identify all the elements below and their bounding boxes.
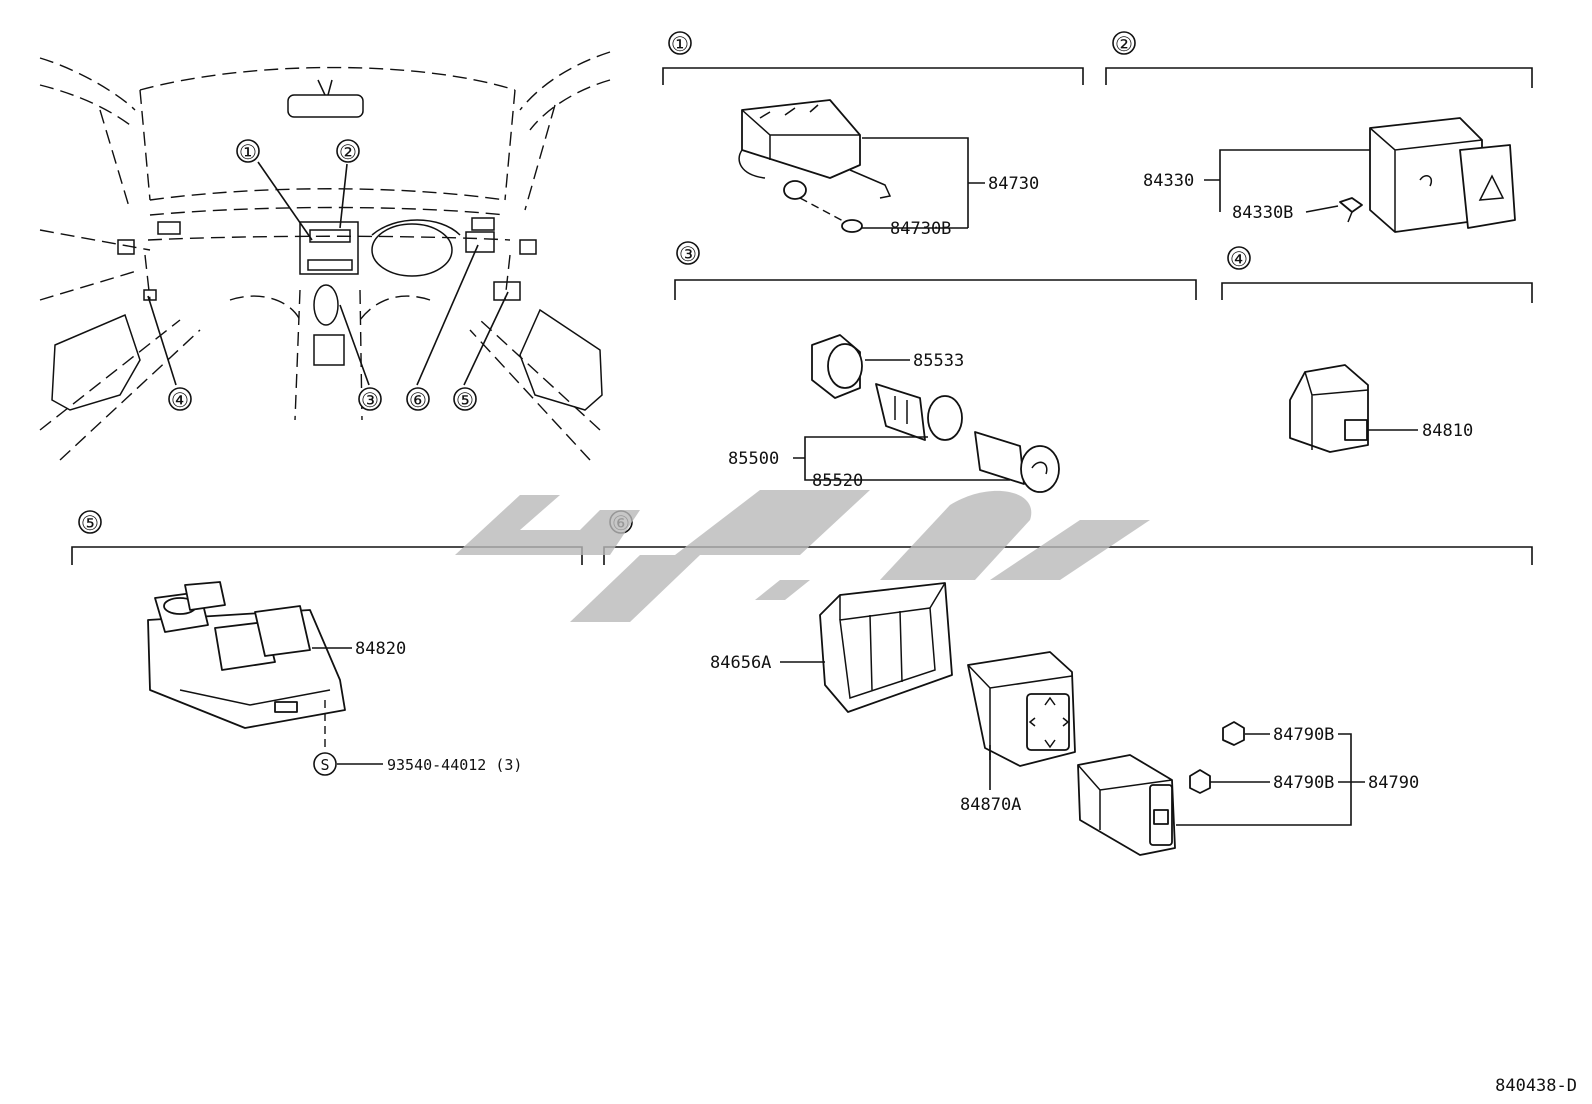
cigar-relay-84730-drawing — [738, 99, 892, 233]
svg-text:⑥: ⑥ — [409, 388, 427, 412]
svg-text:④: ④ — [171, 388, 189, 412]
part-85520-label: 85520 — [812, 471, 863, 491]
section-1-number: ① — [668, 31, 692, 56]
part-84870A-label: 84870A — [960, 795, 1021, 815]
section-2-number: ② — [1112, 31, 1136, 56]
switch-84810-drawing — [1289, 364, 1369, 453]
part-84790B-1-label: 84790B — [1273, 725, 1334, 745]
part-93540-label: 93540-44012 (3) — [387, 756, 522, 774]
leader-84330B — [1305, 205, 1339, 213]
leader-84330 — [1204, 149, 1370, 212]
part-84730-label: 84730 — [988, 174, 1039, 194]
leader-85500 — [793, 436, 1010, 481]
part-84810-label: 84810 — [1422, 421, 1473, 441]
svg-text:①: ① — [671, 32, 689, 56]
overview-callout-4: ④ — [168, 387, 192, 412]
section-5-bracket — [71, 546, 583, 565]
hazard-switch-84330-drawing — [1339, 117, 1516, 233]
overview-callout-1: ① — [236, 139, 260, 164]
part-84730B-label: 84730B — [890, 219, 951, 239]
svg-text:①: ① — [239, 140, 257, 164]
part-84790-label: 84790 — [1368, 773, 1419, 793]
switch-84790-drawing — [1077, 721, 1245, 856]
section-3-bracket — [674, 279, 1197, 300]
part-85533-label: 85533 — [913, 351, 964, 371]
section-2-bracket — [1105, 67, 1533, 88]
overview-callout-6: ⑥ — [406, 387, 430, 412]
diagram-id: 840438-D — [1495, 1076, 1577, 1096]
part-84330B-label: 84330B — [1232, 203, 1293, 223]
mirror-switch-84870A-drawing — [967, 651, 1076, 767]
part-84656A-label: 84656A — [710, 653, 771, 673]
overview-leaders — [147, 161, 509, 386]
overview-callout-3: ③ — [358, 387, 382, 412]
bezel-84656A-drawing — [819, 582, 953, 713]
svg-text:③: ③ — [679, 242, 697, 266]
section-5-number: ⑤ — [78, 510, 102, 535]
cigarette-lighter-85500-drawing — [811, 334, 1060, 493]
power-window-master-switch-84820-drawing — [147, 581, 346, 729]
screw-symbol-s: S — [313, 752, 337, 776]
leader-84790 — [1176, 733, 1365, 826]
part-85500-label: 85500 — [728, 449, 779, 469]
leader-84730 — [862, 137, 985, 228]
part-84790B-2-label: 84790B — [1273, 773, 1334, 793]
svg-text:S: S — [320, 756, 329, 774]
part-84820-label: 84820 — [355, 639, 406, 659]
watermark-logo — [455, 490, 1150, 622]
interior-overview-drawing — [39, 51, 611, 461]
svg-text:③: ③ — [361, 388, 379, 412]
svg-text:⑤: ⑤ — [456, 388, 474, 412]
svg-text:②: ② — [339, 140, 357, 164]
svg-text:⑤: ⑤ — [81, 511, 99, 535]
part-84330-label: 84330 — [1143, 171, 1194, 191]
overview-callout-5: ⑤ — [453, 387, 477, 412]
section-3-number: ③ — [676, 241, 700, 266]
svg-text:④: ④ — [1230, 247, 1248, 271]
section-1-bracket — [662, 67, 1084, 85]
overview-callout-2: ② — [336, 139, 360, 164]
svg-text:②: ② — [1115, 32, 1133, 56]
section-4-number: ④ — [1227, 246, 1251, 271]
section-4-bracket — [1221, 282, 1533, 303]
